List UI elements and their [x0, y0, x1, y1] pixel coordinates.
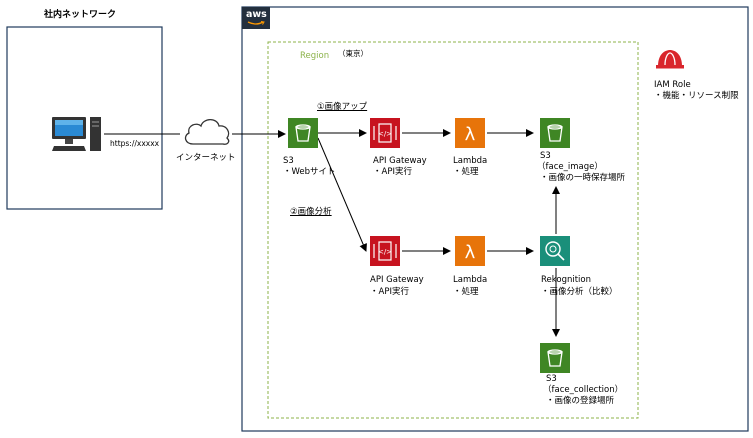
- svg-text:</>: </>: [378, 248, 392, 256]
- s3-bucket-icon: [540, 343, 570, 373]
- aws-cloud-frame: [241, 6, 749, 432]
- s3-col-bucket: （face_collection）: [543, 385, 624, 395]
- iam-desc: ・機能・リソース制限: [654, 91, 739, 101]
- iam-role-helmet-icon: [656, 50, 684, 69]
- rekognition-icon: [540, 236, 570, 266]
- aws-logo: aws: [242, 7, 270, 29]
- internet-cloud-icon: [184, 118, 230, 145]
- desktop-computer-icon: [52, 117, 101, 151]
- flow-analyze-label: ②画像分析: [290, 207, 332, 217]
- api2-desc: ・API実行: [370, 287, 409, 297]
- api-gateway-icon: </>: [370, 236, 400, 266]
- svg-text:λ: λ: [465, 242, 476, 263]
- s3-bucket-icon: [288, 118, 318, 148]
- aws-smile-icon: [247, 21, 265, 25]
- internal-url-label: https://xxxxx: [110, 139, 160, 148]
- lambda1-desc: ・処理: [453, 167, 479, 177]
- lambda-icon: λ: [455, 118, 485, 148]
- region-label: Region: [300, 51, 330, 61]
- rek-name: Rekognition: [541, 275, 591, 285]
- flow-upload-label: ①画像アップ: [317, 102, 368, 112]
- s3-web-name: S3: [283, 156, 294, 166]
- s3-img-desc: ・画像の一時保存場所: [540, 173, 626, 183]
- s3-col-desc: ・画像の登録場所: [546, 396, 615, 406]
- aws-logo-text: aws: [246, 9, 267, 20]
- s3-to-api2-arrow: [317, 137, 367, 252]
- api1-desc: ・API実行: [373, 167, 412, 177]
- rek-desc: ・画像分析（比較）: [541, 287, 618, 297]
- s3-col-name: S3: [546, 374, 557, 384]
- internal-network-title: 社内ネットワーク: [44, 10, 117, 20]
- iam-title: IAM Role: [654, 80, 691, 90]
- s3-bucket-icon: [540, 118, 570, 148]
- internet-label: インターネット: [176, 153, 236, 163]
- api2-name: API Gateway: [370, 275, 424, 285]
- lambda2-desc: ・処理: [453, 287, 479, 297]
- lambda-icon: λ: [455, 236, 485, 266]
- internal-network-box: [6, 26, 163, 210]
- api1-name: API Gateway: [373, 156, 427, 166]
- lambda1-name: Lambda: [453, 156, 488, 166]
- s3-web-desc: ・Webサイト: [283, 167, 336, 177]
- region-box: [267, 41, 639, 419]
- svg-text:λ: λ: [465, 124, 476, 145]
- region-name: （東京）: [338, 49, 368, 58]
- api-gateway-icon: </>: [370, 118, 400, 148]
- s3-img-name: S3: [540, 151, 551, 161]
- lambda2-name: Lambda: [453, 275, 488, 285]
- svg-text:</>: </>: [378, 130, 392, 138]
- s3-img-bucket: （face_image）: [537, 162, 603, 172]
